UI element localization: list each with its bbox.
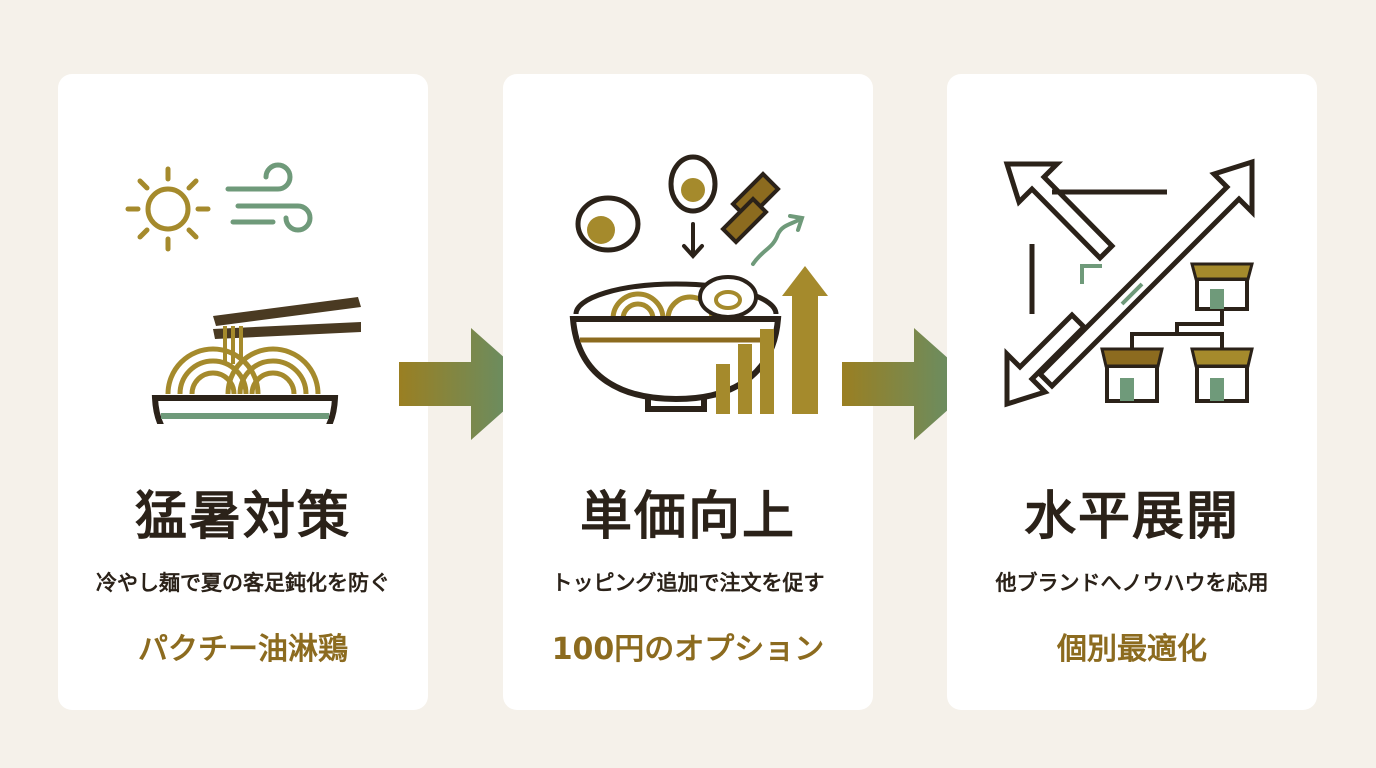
step-highlight: 個別最適化 (1057, 632, 1207, 667)
step-description: 冷やし麺で夏の客足鈍化を防ぐ (96, 571, 390, 595)
wind-icon (225, 162, 313, 233)
growth-bars-icon (716, 266, 828, 414)
step-title: 猛暑対策 (134, 486, 351, 547)
step-description: 他ブランドへノウハウを応用 (995, 571, 1269, 595)
step-description: トッピング追加で注文を促す (551, 571, 825, 595)
step-card-expansion: 水平展開 他ブランドへノウハウを応用 個別最適化 (947, 74, 1317, 710)
topping-bowl-growth-icon (569, 154, 828, 414)
expansion-stores-icon (1003, 158, 1255, 408)
store-icon (1100, 347, 1164, 403)
step-highlight: 100円のオプション (551, 632, 825, 667)
step-card-summer: 猛暑対策 冷やし麺で夏の客足鈍化を防ぐ パクチー油淋鶏 (58, 74, 428, 710)
egg-icon (575, 154, 718, 253)
summer-noodle-bowl-icon (125, 162, 361, 424)
expansion-arrows-icon (1003, 158, 1255, 408)
store-icon (1190, 347, 1254, 403)
step-highlight: パクチー油淋鶏 (138, 632, 348, 667)
step-title: 水平展開 (1023, 486, 1240, 547)
step-title: 単価向上 (579, 486, 796, 547)
store-icon (1190, 262, 1254, 311)
menma-icon (720, 171, 781, 245)
flow-arrow-icon (399, 328, 534, 440)
bowl-icon (569, 275, 782, 412)
bowl-icon (151, 395, 339, 424)
noodles-icon (165, 346, 321, 395)
chopsticks-icon (213, 297, 361, 339)
step-card-price: 単価向上 トッピング追加で注文を促す 100円のオプション (503, 74, 873, 710)
sun-icon (125, 166, 211, 252)
flow-arrow-icon (842, 328, 977, 440)
